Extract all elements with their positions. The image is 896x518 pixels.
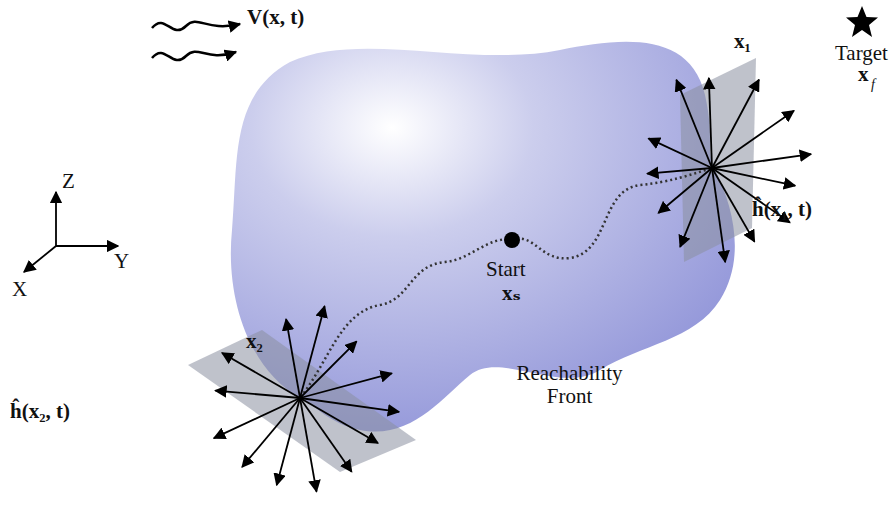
axes xyxy=(24,192,118,272)
heading-arrow xyxy=(658,168,712,213)
heading-arrow xyxy=(300,398,399,412)
heading-arrow xyxy=(712,168,755,242)
heading-label: ĥ(x₂, t) xyxy=(10,400,70,423)
point-label: xₛ xyxy=(502,282,521,305)
heading-label: ĥ(x₁, t) xyxy=(752,198,812,221)
heading-arrow xyxy=(709,78,712,168)
start-label: Start xyxy=(486,258,526,281)
heading-arrow xyxy=(712,154,811,168)
axis-label: Y xyxy=(114,250,129,273)
heading-arrow xyxy=(647,168,712,174)
point-label: x₁ xyxy=(734,30,751,53)
subscript: f xyxy=(871,77,875,92)
heading-arrow xyxy=(680,168,712,247)
heading-arrow xyxy=(300,306,325,398)
target-label: Target xyxy=(835,42,888,65)
heading-arrow xyxy=(222,353,300,398)
heading-arrow xyxy=(242,398,300,467)
start-dot xyxy=(504,232,520,248)
heading-arrow xyxy=(286,319,300,398)
heading-arrows xyxy=(647,78,811,262)
heading-arrow xyxy=(712,80,759,168)
axis-label: Z xyxy=(62,170,75,193)
axis-label: X xyxy=(12,278,27,301)
heading-arrow xyxy=(300,398,316,492)
heading-arrows xyxy=(214,306,399,491)
tangent-plane xyxy=(680,58,756,262)
point-label: x xyxy=(858,63,869,86)
heading-arrow xyxy=(649,138,712,168)
front-label: Reachability Front xyxy=(507,362,632,408)
tangent-plane xyxy=(188,330,416,472)
point-label: x₂ xyxy=(246,330,263,353)
trajectory xyxy=(300,168,712,398)
wind-arrows xyxy=(152,22,240,60)
heading-arrow xyxy=(300,398,378,443)
velocity-label: V(x, t) xyxy=(247,6,304,29)
heading-arrow xyxy=(712,111,794,168)
heading-arrow xyxy=(300,398,352,472)
heading-arrow xyxy=(712,168,725,262)
reachability-front xyxy=(231,42,735,432)
heading-arrow xyxy=(214,398,300,438)
heading-arrow xyxy=(300,373,392,398)
target-star xyxy=(846,6,878,37)
